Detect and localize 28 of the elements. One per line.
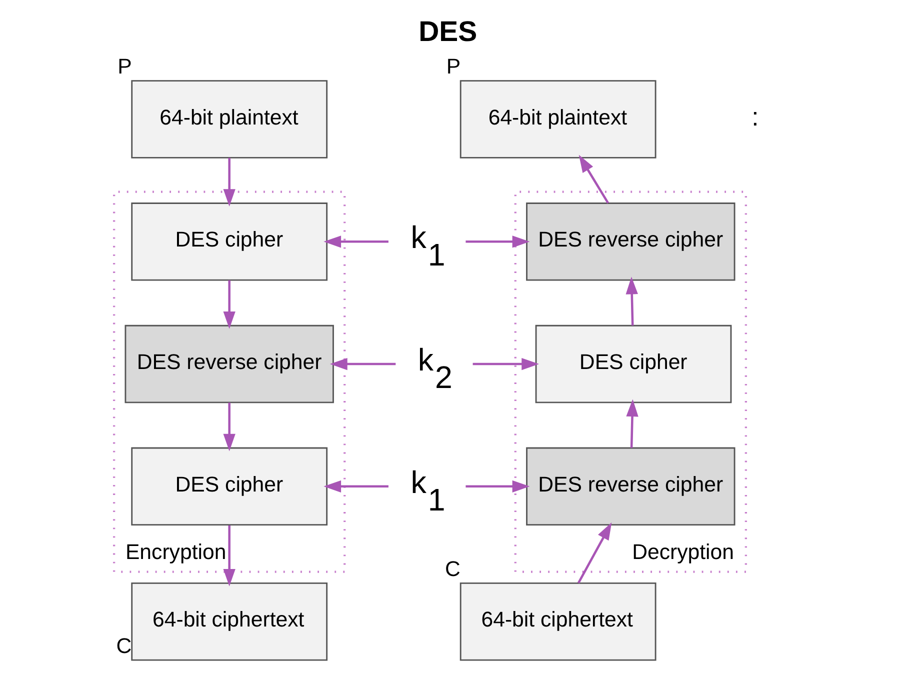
node-label: P (118, 54, 132, 79)
diagram-title: DES (418, 16, 478, 48)
node-box: DES cipher (131, 447, 328, 526)
node-box: DES reverse cipher (526, 447, 736, 526)
node-box: DES reverse cipher (124, 324, 334, 404)
node-box: 64-bit plaintext (131, 80, 328, 158)
arrow (223, 402, 236, 452)
node-box: DES cipher (131, 202, 328, 281)
arrow (626, 276, 638, 326)
arrow (223, 525, 236, 586)
arrow (223, 280, 236, 329)
arrow (223, 158, 236, 207)
node-label: C (116, 634, 132, 658)
node-label: P (446, 54, 461, 79)
arrow (626, 399, 638, 448)
node-box: DES cipher (535, 324, 732, 404)
node-box: 64-bit plaintext (460, 80, 656, 158)
arrow (472, 358, 539, 370)
arrow (466, 236, 530, 248)
arrow (330, 358, 396, 370)
node-box: 64-bit ciphertext (131, 582, 328, 661)
arrow (324, 236, 388, 248)
node-label: C (444, 557, 460, 582)
label: : (752, 104, 759, 132)
arrow (324, 480, 388, 492)
arrow (466, 480, 530, 492)
node-box: 64-bit ciphertext (460, 582, 656, 661)
node-box: DES reverse cipher (526, 202, 736, 281)
